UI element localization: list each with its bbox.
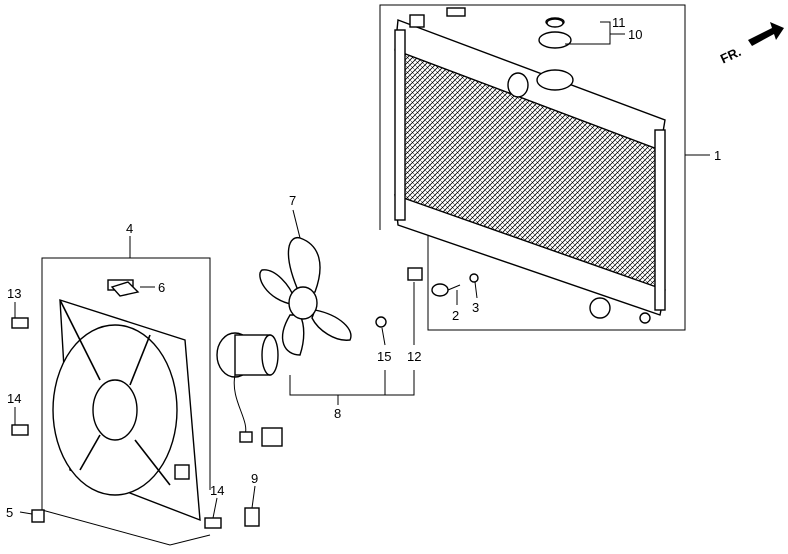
callout-15: 15	[377, 349, 391, 364]
callout-14-bottom: 14	[210, 483, 224, 498]
callout-14-left: 14	[7, 391, 21, 406]
nut-part	[31, 509, 45, 523]
callout-11: 11	[612, 15, 626, 30]
cap-seal-part	[546, 18, 564, 28]
callout-7: 7	[289, 193, 296, 208]
callout-5: 5	[6, 505, 13, 520]
washer-part	[375, 316, 387, 328]
callout-4: 4	[126, 221, 133, 236]
fan-shroud	[41, 257, 211, 546]
fr-label: FR.	[718, 44, 743, 66]
callout-6: 6	[158, 280, 165, 295]
callout-8: 8	[334, 406, 341, 421]
callout-9: 9	[251, 471, 258, 486]
callout-3: 3	[472, 300, 479, 315]
arrow-icon	[748, 22, 784, 46]
fan-motor	[216, 332, 283, 447]
callout-1: 1	[714, 148, 721, 163]
fan-blade	[259, 236, 352, 356]
bolt-14-part	[11, 424, 29, 436]
bracket-part	[244, 507, 260, 527]
callout-10: 10	[628, 27, 642, 42]
callout-13: 13	[7, 286, 21, 301]
callout-12: 12	[407, 349, 421, 364]
radiator-assembly	[379, 4, 686, 331]
callout-2: 2	[452, 308, 459, 323]
front-direction-marker: FR.	[718, 22, 784, 66]
bolt-14b-part	[204, 517, 222, 529]
leader-lines	[14, 21, 710, 519]
label-part	[110, 281, 140, 297]
bolt-13-part	[11, 317, 29, 329]
